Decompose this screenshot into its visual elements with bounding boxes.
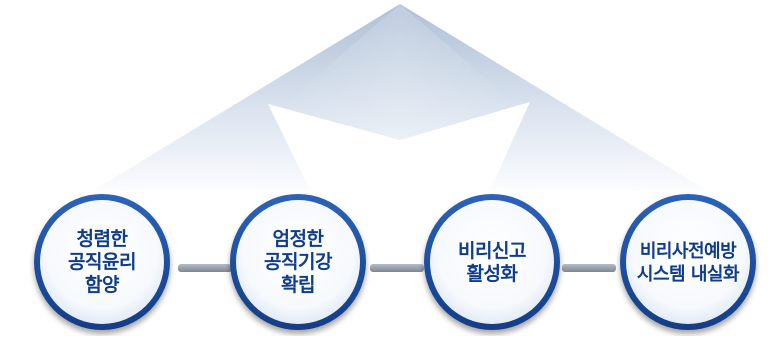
connector-2 [370,264,424,272]
node-label-4: 비리사전예방 시스템 내실화 [636,241,740,285]
node-circle-2 [230,194,366,330]
node-circles [34,194,756,330]
node-circle-4 [620,194,756,330]
node-label-2: 엄정한 공직기강 확립 [264,228,332,296]
upward-arrow-shape [94,4,706,190]
connector-1 [178,264,232,272]
node-label-1: 청렴한 공직윤리 함양 [68,228,136,296]
connector-3 [562,264,616,272]
node-label-3: 비리신고 활성화 [458,240,526,285]
connectors [178,264,616,272]
node-circle-3 [424,194,560,330]
node-circle-1 [34,194,170,330]
